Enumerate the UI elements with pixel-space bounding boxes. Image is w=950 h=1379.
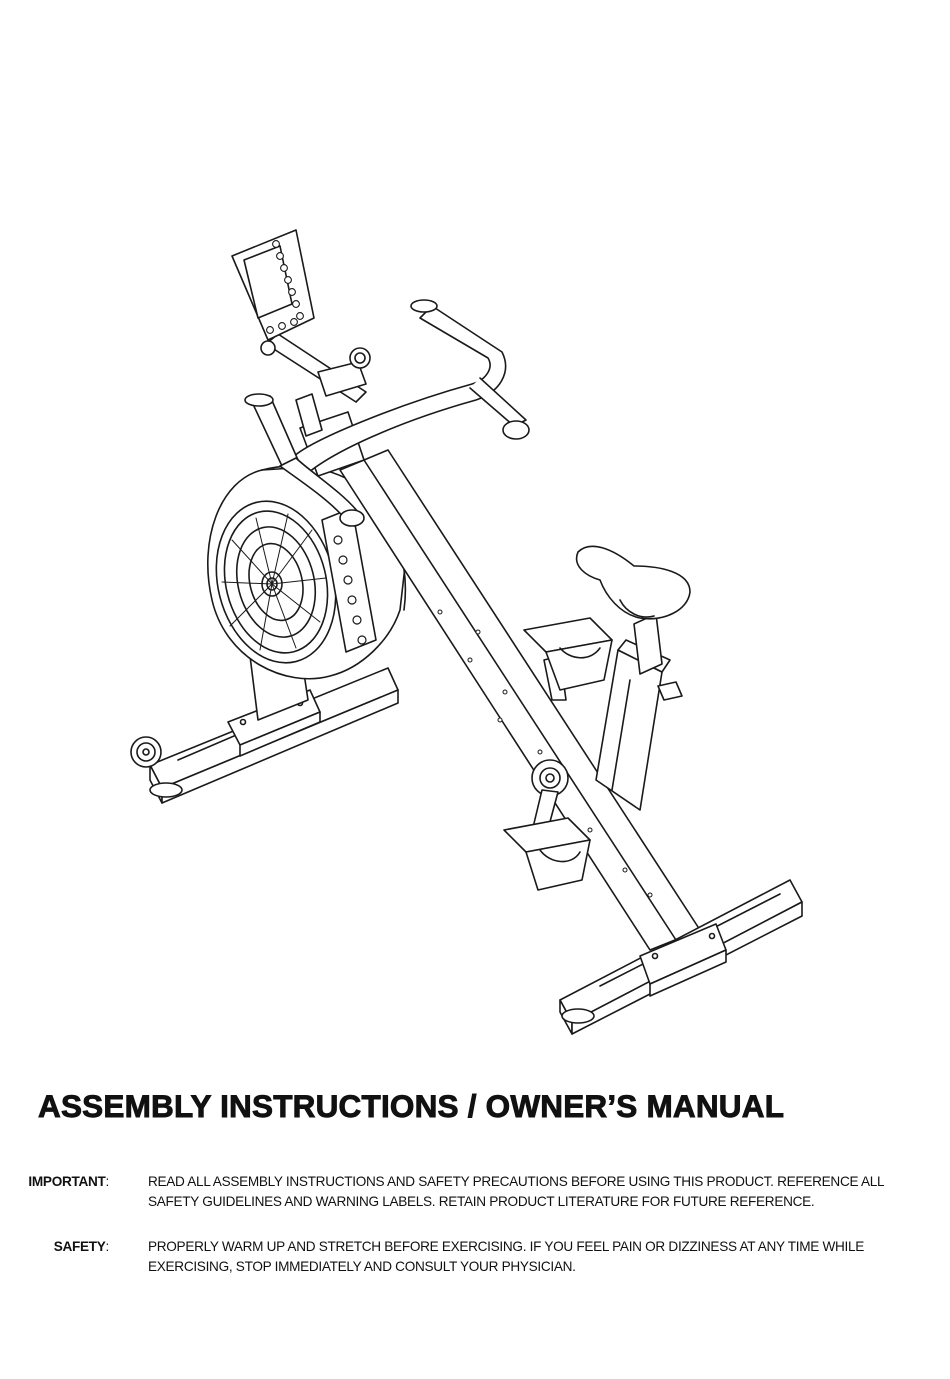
exercise-bike-drawing [130, 229, 803, 1035]
safety-label: SAFETY: [53, 1239, 110, 1254]
transport-wheel [130, 736, 162, 768]
seat [575, 545, 691, 620]
front-mount-plate [639, 923, 727, 997]
upper-pedal [523, 617, 613, 691]
important-label: IMPORTANT: [28, 1174, 109, 1189]
console-monitor [231, 229, 315, 341]
important-text: READ ALL ASSEMBLY INSTRUCTIONS AND SAFET… [148, 1174, 884, 1209]
handlebar [244, 299, 530, 527]
lower-pedal [503, 817, 591, 891]
seat-post [633, 613, 683, 701]
safety-text: PROPERLY WARM UP AND STRETCH BEFORE EXER… [148, 1239, 865, 1274]
product-illustration [130, 229, 803, 1035]
manual-title: ASSEMBLY INSTRUCTIONS / OWNER’S MANUAL [38, 1088, 785, 1125]
